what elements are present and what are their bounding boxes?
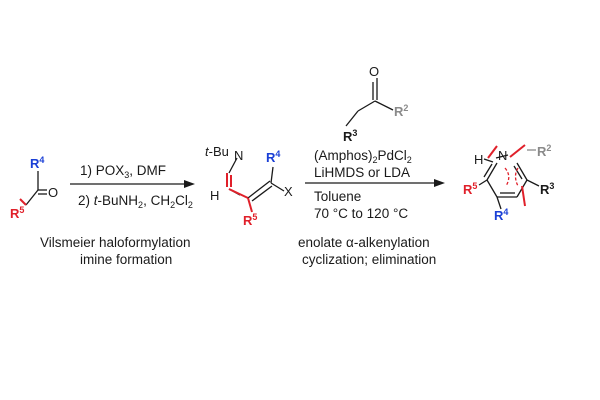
product-r3-label: R3	[540, 181, 554, 197]
reagent-oxygen-label: O	[369, 64, 379, 79]
imine-intermediate: t-Bu N H R4 X R5	[205, 144, 293, 228]
product-hydrogen-label: H	[474, 152, 483, 167]
starting-ketone: R4 O R5	[10, 155, 58, 221]
product-r2-label: R2	[537, 143, 551, 159]
reagent-ketone: O R2 R3	[343, 64, 408, 144]
reagent-r2-label: R2	[394, 103, 408, 119]
intermediate-hydrogen-label: H	[210, 188, 219, 203]
intermediate-r5-label: R5	[243, 212, 257, 228]
step2-caption-line1: enolate α-alkenylation	[298, 235, 430, 250]
step2-solvent: Toluene	[314, 189, 361, 204]
step1-reagent-line2: 2) t-BuNH2, CH2Cl2	[78, 193, 193, 210]
start-oxygen-label: O	[48, 185, 58, 200]
product-r5-label: R5	[463, 181, 477, 197]
intermediate-nitrogen-label: N	[234, 148, 243, 163]
step2-caption-line2: cyclization; elimination	[302, 252, 436, 267]
step2-catalyst: (Amphos)2PdCl2	[314, 148, 412, 165]
step1-arrow	[70, 180, 195, 188]
product-nitrogen-label: N	[498, 148, 507, 163]
start-r4-label: R4	[30, 155, 44, 171]
step1-reagent-line1: 1) POX3, DMF	[80, 163, 166, 180]
start-r5-label: R5	[10, 205, 24, 221]
product-r4-label: R4	[494, 207, 508, 223]
step2-base: LiHMDS or LDA	[314, 165, 410, 180]
step2-temperature: 70 °C to 120 °C	[314, 206, 408, 221]
intermediate-tbu-label: t-Bu	[205, 144, 229, 159]
intermediate-r4-label: R4	[266, 149, 280, 165]
pyridine-product: H N R2 R3 R4 R5	[463, 143, 554, 223]
step1-caption-line1: Vilsmeier haloformylation	[40, 235, 191, 250]
reagent-r3-label: R3	[343, 128, 357, 144]
step1-caption-line2: imine formation	[80, 252, 172, 267]
step2-arrow	[305, 179, 445, 187]
intermediate-halide-label: X	[284, 184, 293, 199]
